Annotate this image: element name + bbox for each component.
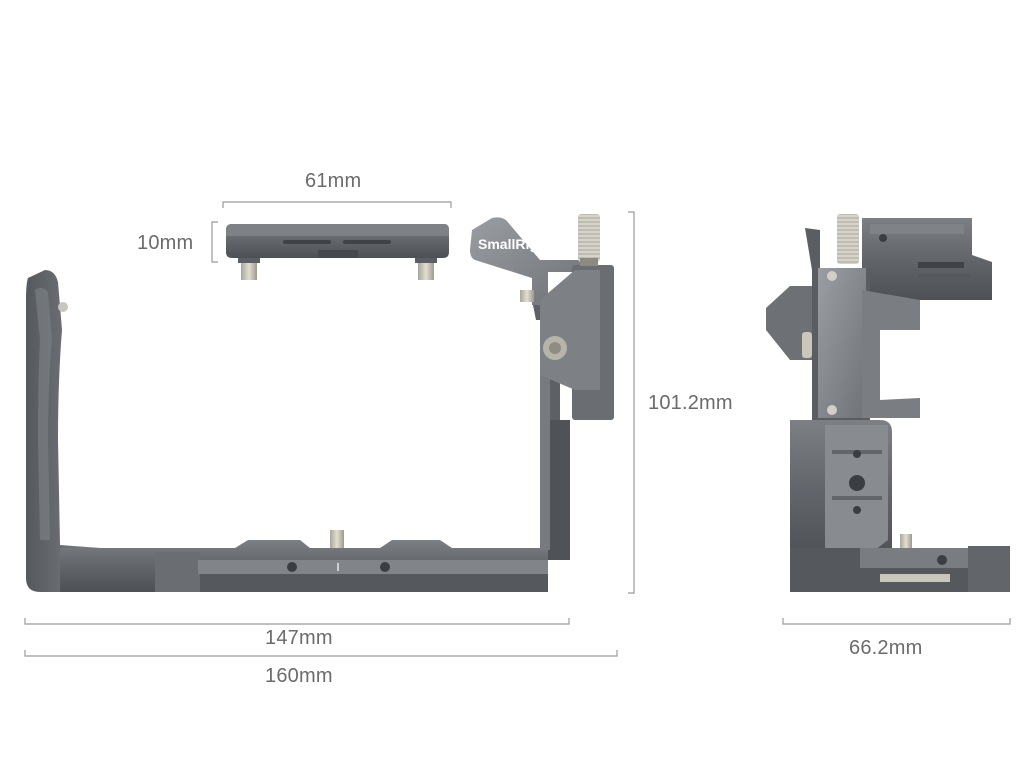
dim-label-cage-outer-width: 160mm [265, 665, 333, 687]
cage-front-view: SmallRig [26, 214, 614, 592]
dim-label-top-plate-height: 10mm [137, 232, 194, 254]
plate-screw-left [241, 260, 257, 280]
side-knurled-screw-icon [837, 214, 859, 264]
dim-line-side-depth [782, 618, 1011, 625]
dim-line-cage-outer-width [24, 650, 618, 657]
cage-side-view [766, 214, 1010, 592]
base-screw-icon [330, 530, 344, 548]
plate-screw-right [418, 260, 434, 280]
dim-line-cage-height [628, 211, 635, 594]
dim-line-top-plate-height [211, 221, 218, 263]
grip-screw-icon [58, 302, 68, 312]
dim-label-cage-inner-width: 147mm [265, 627, 333, 649]
dim-label-top-plate-width: 61mm [305, 170, 362, 192]
dim-line-top-plate-width [222, 201, 452, 208]
dim-line-cage-inner-width [24, 618, 570, 625]
knurled-screw-icon [578, 214, 600, 262]
top-plate [226, 224, 449, 280]
brand-logo: SmallRig [478, 236, 538, 252]
dim-label-side-depth: 66.2mm [849, 637, 923, 659]
dimension-lines [24, 201, 1011, 657]
dim-label-cage-height: 101.2mm [648, 392, 733, 414]
